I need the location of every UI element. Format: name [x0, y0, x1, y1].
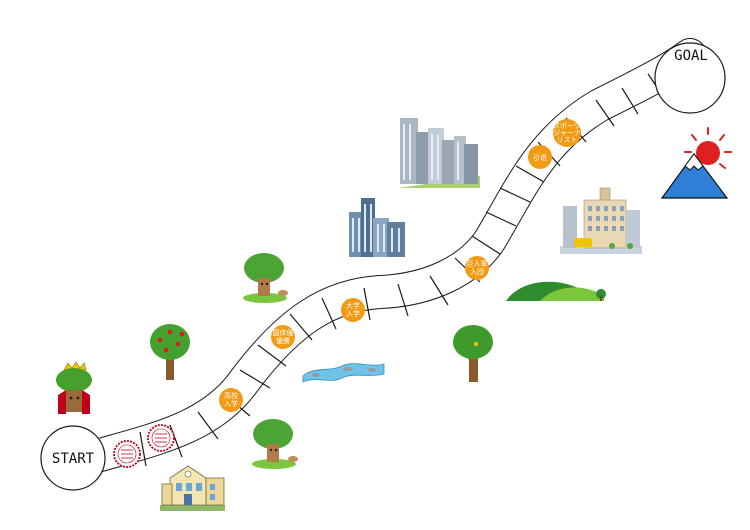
- event-university-line1: 大学: [346, 301, 360, 310]
- city-buildings-icon: [349, 198, 405, 257]
- event-national-sports-line2: 優勝: [276, 336, 290, 345]
- event-university-line2: 入学: [346, 309, 360, 318]
- apple-tree-icon: [150, 324, 190, 380]
- event-pro-team[interactable]: 巨人軍 入団: [465, 256, 489, 280]
- event-sports-journalist-line1: スポーツ: [553, 122, 581, 130]
- department-store-icon: [560, 187, 642, 254]
- road: [73, 38, 707, 475]
- seal-stamp-icon: [147, 424, 175, 452]
- event-retire-line1: 引退: [533, 153, 547, 162]
- event-high-school-line1: 高校: [224, 391, 238, 400]
- river-icon: [302, 363, 385, 383]
- mount-fuji-sunrise-icon: [660, 127, 732, 199]
- event-pro-team-line2: 入団: [470, 268, 484, 276]
- event-high-school[interactable]: 高校 入学: [219, 388, 243, 412]
- goal-label: GOAL: [674, 48, 708, 64]
- tree-character-icon: [243, 253, 288, 303]
- event-national-sports[interactable]: 国体優 優勝: [271, 325, 295, 349]
- green-hills-icon: [506, 281, 606, 301]
- start-label: START: [52, 451, 95, 467]
- event-pro-team-line1: 巨人軍: [467, 260, 488, 268]
- tree-character-icon: [252, 419, 298, 469]
- goal-space[interactable]: GOAL: [654, 42, 726, 114]
- event-retire[interactable]: 引退: [528, 145, 552, 169]
- event-university[interactable]: 大学 入学: [341, 298, 365, 322]
- tree-king-icon: [56, 361, 92, 414]
- seal-stamp-icon: [113, 440, 141, 468]
- tree-icon: [453, 325, 493, 382]
- event-sports-journalist-line2: ジャーナ: [553, 129, 581, 137]
- event-high-school-line2: 入学: [224, 399, 238, 408]
- school-building-icon: [160, 465, 225, 511]
- start-space[interactable]: START: [40, 425, 106, 491]
- skyscrapers-icon: [399, 118, 480, 188]
- event-sports-journalist-line3: リスト: [557, 136, 578, 144]
- event-sports-journalist[interactable]: スポーツ ジャーナ リスト: [553, 119, 581, 147]
- event-national-sports-line1: 国体優: [273, 328, 294, 337]
